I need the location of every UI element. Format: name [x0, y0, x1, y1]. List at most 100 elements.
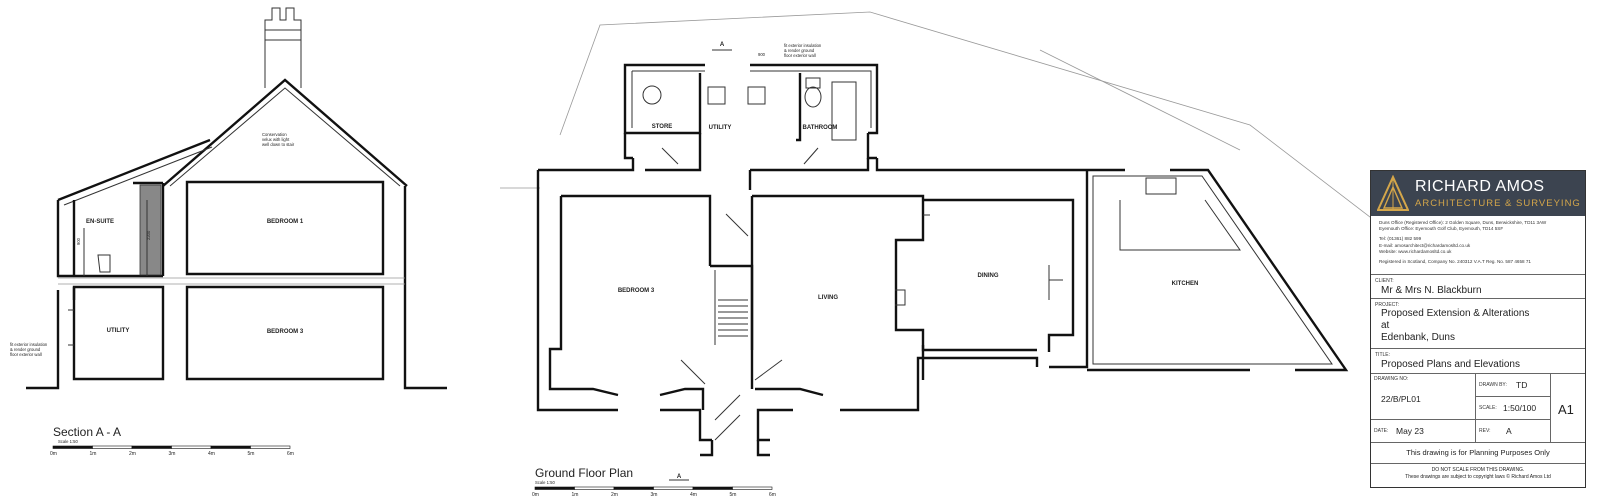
outshot-wall-right [750, 63, 879, 135]
section-scale: Scale 1:50 [58, 439, 78, 444]
firm-tagline: ARCHITECTURE & SURVEYING [1415, 198, 1581, 209]
scale-value: 1:50/100 [1503, 403, 1537, 413]
scale-bar-segment [131, 445, 172, 449]
client-row: CLIENT: Mr & Mrs N. Blackburn [1371, 275, 1585, 299]
sheet-size-cell: A1 [1551, 374, 1585, 442]
firm-logo-icon [1377, 175, 1409, 211]
dim-label-right: 2200 [146, 230, 151, 240]
rev-cell: REV: A [1476, 420, 1551, 442]
date-cell: DATE: May 23 [1371, 420, 1476, 442]
bath [831, 81, 857, 141]
kitchen-sink [1145, 177, 1177, 195]
section-marker-bottom: A [677, 474, 682, 480]
scale-bar-segment [574, 486, 615, 490]
scale-bar-tick-label: 5m [730, 492, 737, 498]
scale-bar-segment [653, 486, 694, 490]
cistern [805, 77, 821, 89]
project-line-2: at [1381, 320, 1390, 331]
porch-left [660, 408, 712, 442]
ensuite-walls [56, 200, 163, 278]
outshot-wall-left [623, 63, 705, 135]
room-label-kitchen: KITCHEN [1172, 281, 1199, 287]
planning-purpose-note: This drawing is for Planning Purposes On… [1371, 443, 1585, 464]
scale-bar-segment [92, 445, 133, 449]
bathroom-lower [866, 133, 877, 160]
plan-dim-top: 900 [758, 52, 766, 57]
info-line: Duns Office (Registered Office): 2 Golde… [1379, 220, 1547, 225]
wc [97, 254, 111, 273]
plan-scale: Scale 1:50 [535, 480, 555, 485]
plan-insulation-note: fit exterior insulation & render ground … [784, 43, 822, 58]
scale-bar-tick-label: 1m [90, 451, 97, 457]
main-north-wall-left [538, 158, 635, 172]
room-label-store: STORE [652, 124, 673, 130]
info-line: Tel: (01361) 882 599 [1379, 236, 1422, 242]
drawing-no-label: DRAWING NO: [1374, 376, 1409, 382]
scale-bar-segment [250, 445, 291, 449]
scale-bar-tick-label: 1m [572, 492, 579, 498]
dim-label-left: 900 [76, 237, 81, 245]
boiler-symbol [642, 85, 662, 105]
section-a-a: 900 2200 EN-SUITE BEDROOM 1 UTILITY BEDR… [10, 7, 447, 457]
scale-bar-segment [210, 445, 251, 449]
room-label-ensuite: EN-SUITE [86, 219, 114, 225]
room-label-bedroom-1: BEDROOM 1 [267, 219, 304, 225]
right-wall [403, 186, 447, 390]
client-label: CLIENT: [1375, 278, 1394, 284]
room-label-utility: UTILITY [107, 328, 130, 334]
info-line: E-mail: amosarchitect@richardamosltd.co.… [1379, 242, 1471, 248]
scale-bar-tick-label: 3m [651, 492, 658, 498]
info-line: Eyemouth Office: Eyemouth Golf Club, Eye… [1379, 226, 1504, 232]
firm-name: RICHARD AMOS [1415, 178, 1545, 195]
section-marker-top: A [720, 42, 725, 48]
drawn-by-value: TD [1516, 380, 1528, 390]
date-label: DATE: [1374, 428, 1389, 434]
room-label-bathroom: BATHROOM [803, 125, 838, 131]
project-row: PROJECT: Proposed Extension & Alteration… [1371, 299, 1585, 349]
sink-1 [707, 86, 726, 105]
scale-bar-tick-label: 4m [208, 451, 215, 457]
rev-value: A [1506, 426, 1512, 436]
disclaimer: DO NOT SCALE FROM THIS DRAWING. These dr… [1371, 464, 1585, 480]
drawing-no-cell: DRAWING NO: 22/B/PL01 [1371, 374, 1476, 420]
drawing-no-value: 22/B/PL01 [1381, 394, 1421, 404]
outshot-left-lower [623, 133, 633, 160]
room-label-dining: DINING [978, 273, 999, 279]
main-north-wall-right [748, 158, 1087, 190]
lean-to-roof [57, 138, 211, 202]
bedroom-3-inner [548, 194, 712, 397]
scale-bar-tick-label: 2m [129, 451, 136, 457]
dining-east [1049, 170, 1089, 369]
title-value: Proposed Plans and Elevations [1381, 359, 1520, 370]
drawing-info-grid: DRAWING NO: 22/B/PL01 DRAWN BY: TD SCALE… [1371, 374, 1585, 443]
client-value: Mr & Mrs N. Blackburn [1381, 285, 1482, 296]
room-label-bedroom-3-plan: BEDROOM 3 [618, 288, 655, 294]
drawn-by-label: DRAWN BY: [1479, 382, 1507, 388]
scale-bar-segment [692, 486, 733, 490]
info-line: Website: www.richardamosltd.co.uk [1379, 248, 1452, 254]
stair-walls [710, 264, 754, 350]
scale-bar-tick-label: 2m [611, 492, 618, 498]
room-label-bedroom-3: BEDROOM 3 [267, 329, 304, 335]
firm-contact-info: Duns Office (Registered Office): 2 Golde… [1371, 216, 1585, 275]
scale-bar-tick-label: 0m [532, 492, 539, 498]
scale-bar-tick-label: 3m [169, 451, 176, 457]
chimney [264, 7, 302, 88]
wc-pan [804, 86, 822, 108]
sink-2 [747, 86, 766, 105]
sheet-size-value: A1 [1558, 402, 1574, 417]
scale-bar-tick-label: 0m [50, 451, 57, 457]
title-row: TITLE: Proposed Plans and Elevations [1371, 349, 1585, 374]
project-label: PROJECT: [1375, 302, 1400, 308]
drawn-by-cell: DRAWN BY: TD [1476, 374, 1551, 397]
title-block: RICHARD AMOS ARCHITECTURE & SURVEYING Du… [1370, 170, 1586, 488]
wall-note: fit exterior insulation & render ground … [10, 342, 48, 357]
roof-note: Conservation velux with light well down … [262, 132, 295, 147]
dining-inner [921, 198, 1075, 352]
scale-bar-segment [732, 486, 773, 490]
ground-left-wall [26, 287, 76, 390]
room-label-living: LIVING [818, 295, 838, 301]
title-label: TITLE: [1375, 352, 1391, 358]
